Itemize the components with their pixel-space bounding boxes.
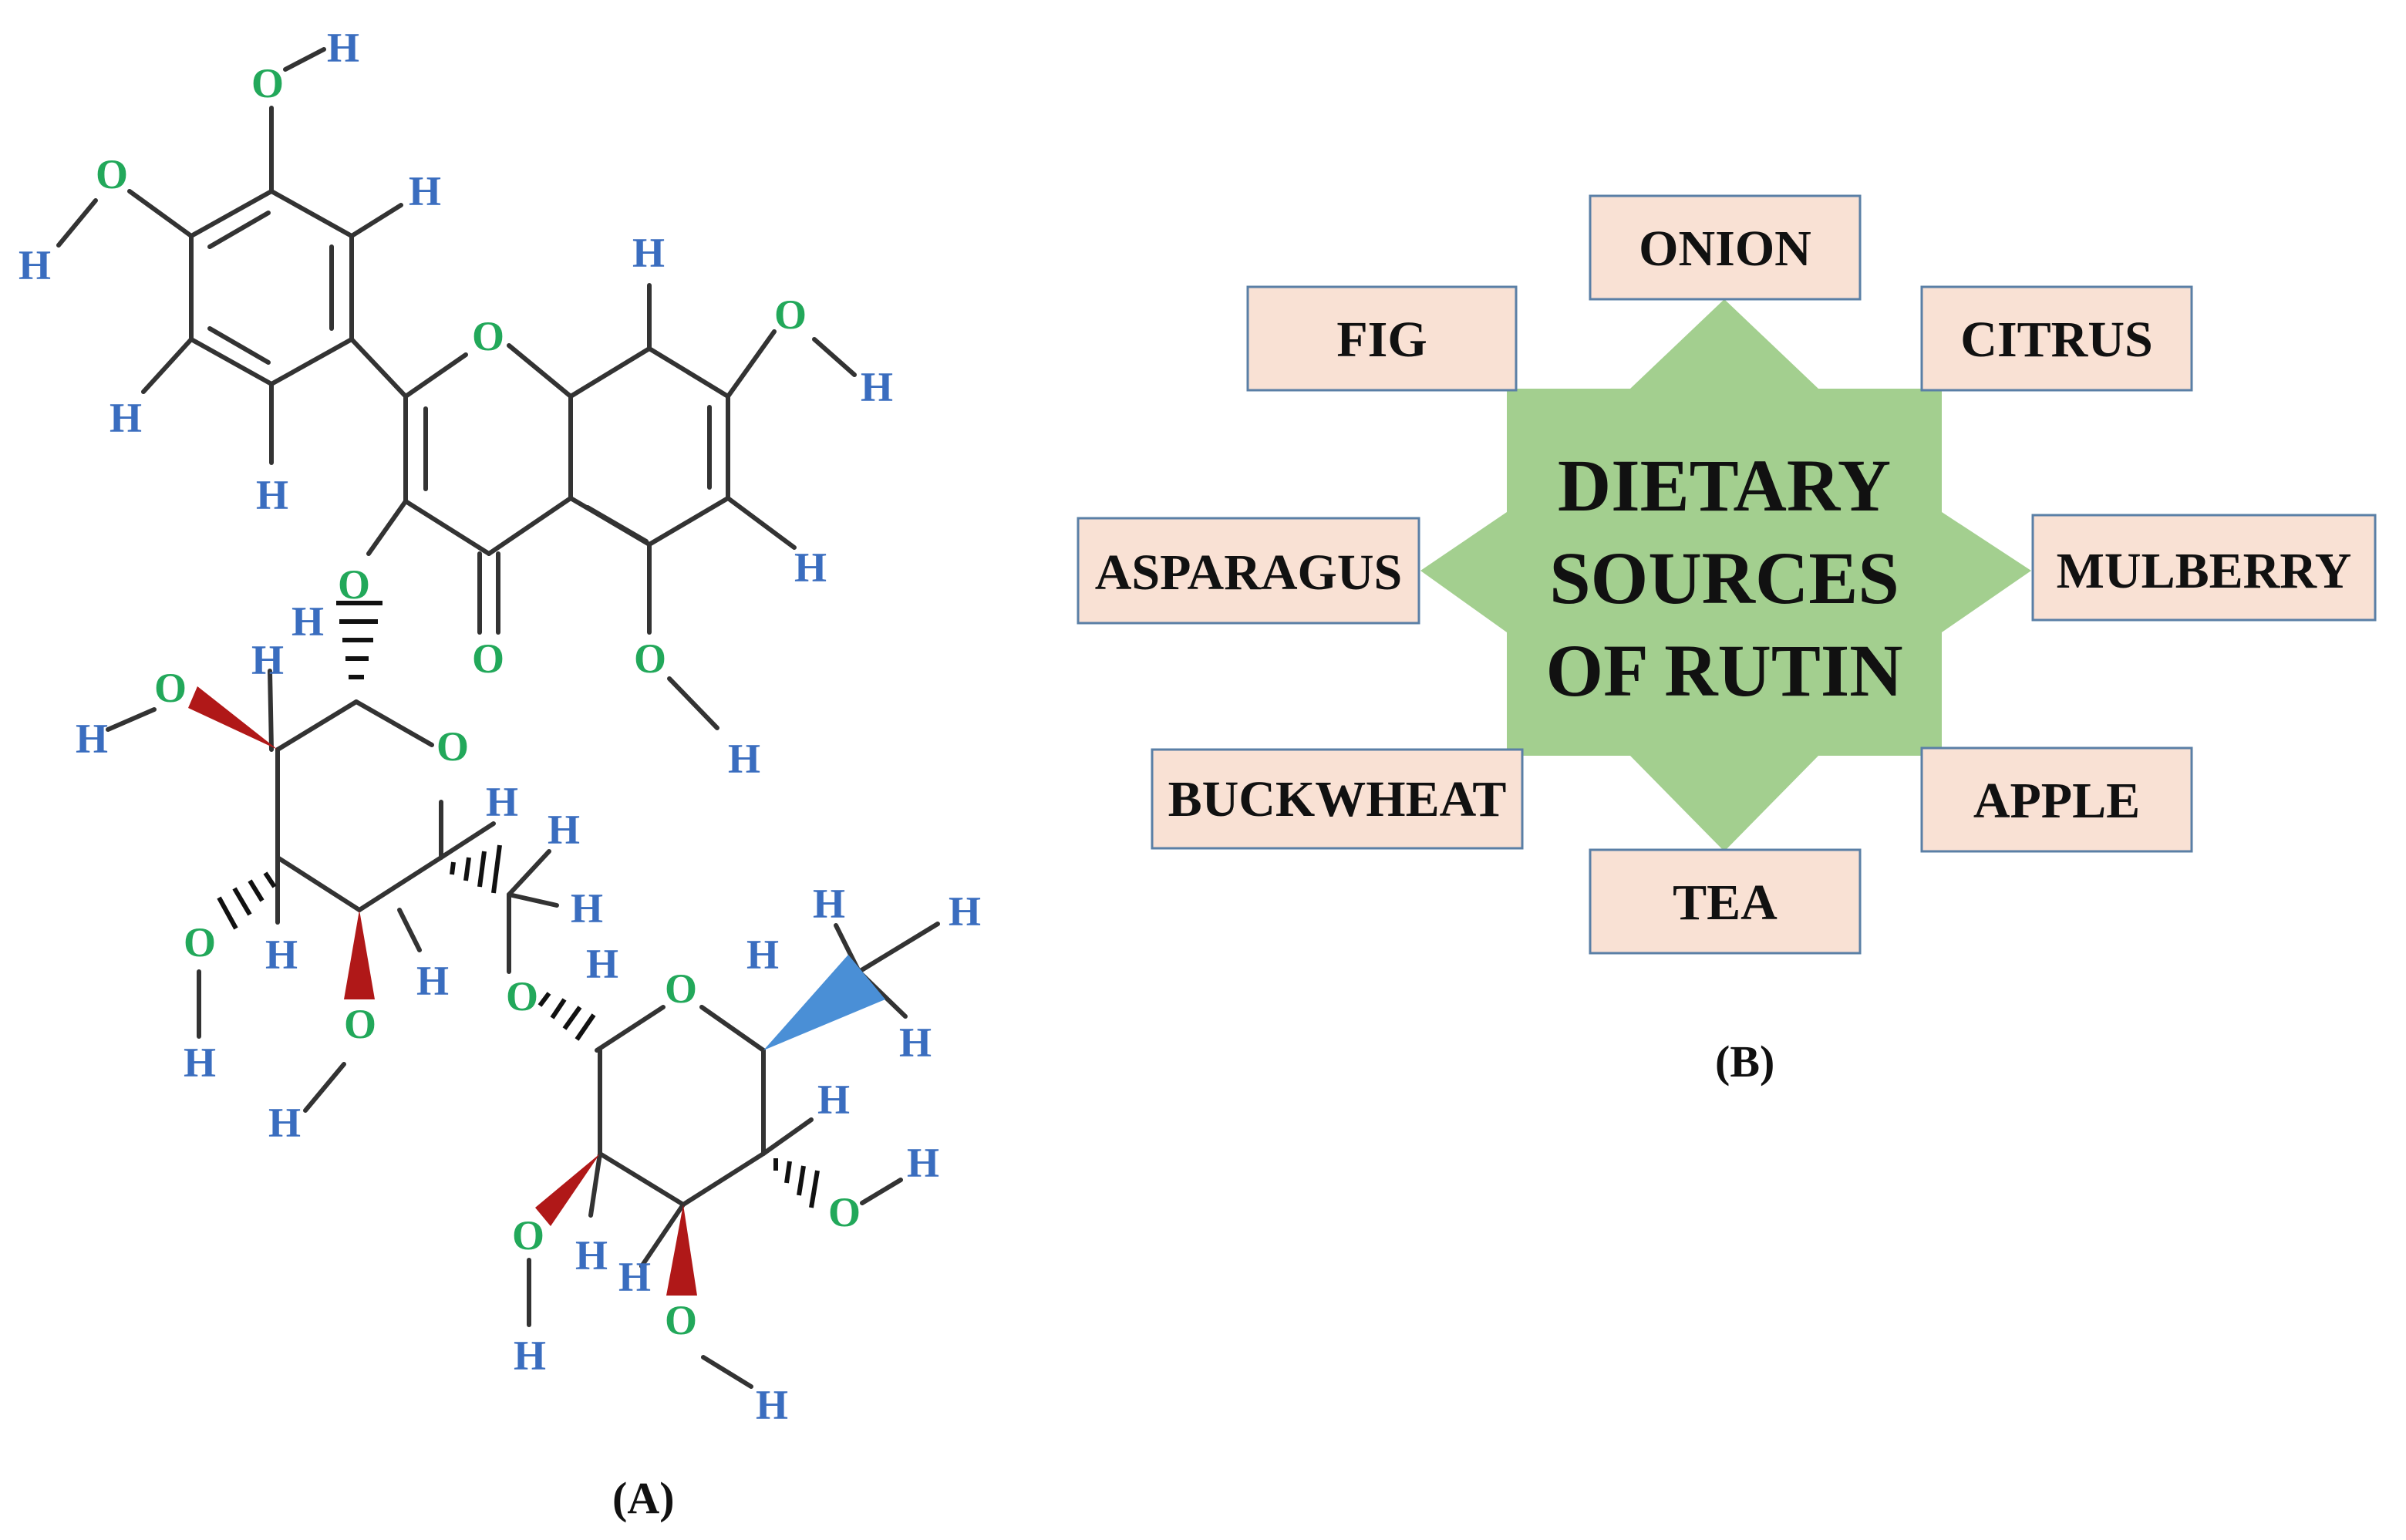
source-label: ASPARAGUS [1095,544,1402,601]
atom-o-5: O [154,665,187,711]
atom-o-ring-c: O [472,313,504,359]
atom-h-11: H [728,736,760,782]
atom-h-16: H [813,881,845,927]
hydrogen-atoms: H H H H H H H H H H H H H H H H H H H H … [19,25,981,1428]
atom-o-rha-ring: O [665,965,697,1012]
atom-h-23: H [184,1040,216,1086]
source-label: ONION [1639,221,1811,277]
center-title-line2: SOURCES [1549,537,1899,619]
center-title-line1: DIETARY [1558,444,1891,527]
atom-h-18: H [265,932,298,978]
source-onion: ONION [1589,194,1862,301]
panel-a-label: (A) [612,1473,675,1523]
atom-h-21: H [746,932,779,978]
atom-h-1: H [327,25,359,71]
atom-h-25: H [268,1100,301,1146]
atom-h-20: H [586,941,618,987]
atom-o-10: O [512,1212,544,1259]
source-asparagus: ASPARAGUS [1077,517,1420,625]
atom-h-9: H [291,598,324,645]
glucose-stereo [188,601,502,999]
ring-a-substituents [56,47,408,465]
glucose-ring [106,669,559,1113]
atom-h-19: H [416,958,449,1004]
atom-h-3: H [19,242,51,288]
atom-h-30: H [756,1382,788,1428]
atom-o-glycosidic: O [338,561,370,608]
atom-h-26: H [907,1140,939,1186]
source-apple: APPLE [1920,746,2193,853]
source-label: TEA [1673,874,1778,931]
atom-h-7: H [256,472,288,518]
atom-o-8: O [506,973,538,1019]
atom-o-1: O [251,60,284,106]
atom-h-5: H [861,364,893,410]
atom-h-13: H [486,779,518,825]
hash-glc-c1 [336,601,382,679]
source-mulberry: MULBERRY [2031,514,2377,622]
atom-h-8: H [794,544,827,591]
atom-h-22: H [899,1019,932,1066]
source-tea: TEA [1589,848,1862,955]
atom-h-4: H [632,230,665,276]
ring-a [189,188,354,387]
atom-h-12: H [76,716,108,762]
hash-rha-c4 [773,1158,820,1208]
source-buckwheat: BUCKWHEAT [1151,748,1524,850]
atom-o-4: O [634,635,666,682]
atom-o-6: O [184,919,216,965]
rutin-structure: O O O O O O O O O O O O O O O O H H H H … [19,25,981,1523]
oxygen-atoms: O O O O O O O O O O O O O O O O [96,60,861,1343]
hash-glc-c5 [450,844,502,894]
atom-h-6: H [110,395,142,441]
source-label: APPLE [1973,773,2140,829]
atom-h-28: H [618,1254,651,1300]
atom-h-24: H [817,1077,850,1123]
hash-rha-c1 [537,992,596,1041]
atom-h-2: H [409,168,441,214]
rhamnose-stereo [535,955,885,1296]
atom-o-7: O [344,1001,376,1047]
center-star [1420,299,2031,851]
atom-h-29: H [514,1333,546,1379]
atom-h-10: H [251,637,284,683]
atom-h-15: H [571,885,603,932]
source-label: BUCKWHEAT [1168,771,1507,827]
ring-b [568,283,857,730]
source-fig: FIG [1246,285,1518,392]
atom-h-27: H [575,1232,608,1279]
atom-o-9: O [828,1189,861,1235]
atom-o-carbonyl: O [472,635,504,682]
atom-o-2: O [96,151,128,197]
atom-o-3: O [774,291,807,338]
source-label: CITRUS [1960,312,2152,368]
center-title-line3: OF RUTIN [1545,629,1902,712]
atom-o-11: O [665,1297,697,1343]
atom-h-14: H [548,807,580,853]
source-citrus: CITRUS [1920,285,2193,392]
atom-h-17: H [949,888,981,935]
dietary-sources-diagram: DIETARY SOURCES OF RUTIN ONION FIG CITRU… [1077,194,2377,1087]
hash-glc-c3 [217,871,277,930]
atom-o-glc-ring: O [436,723,469,770]
source-label: FIG [1336,312,1427,368]
source-label: MULBERRY [2057,543,2352,599]
panel-b-label: (B) [1715,1036,1774,1087]
